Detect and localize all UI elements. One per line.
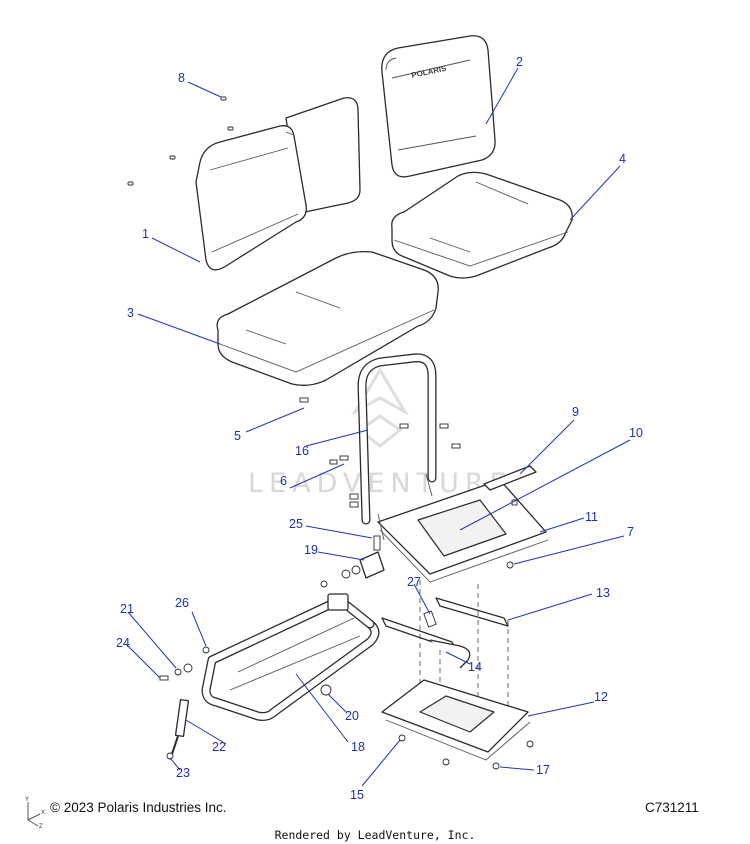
callout-9: 9	[572, 405, 579, 419]
drawing-number: C731211	[645, 800, 699, 815]
callout-8: 8	[178, 71, 185, 85]
part-13-seat-slide-rail	[435, 597, 509, 627]
callout-6: 6	[280, 474, 287, 488]
callout-12: 12	[594, 690, 608, 704]
callout-22: 22	[212, 740, 226, 754]
callout-26: 26	[175, 596, 189, 610]
callout-19: 19	[304, 543, 318, 557]
svg-text:X: X	[41, 810, 45, 816]
axis-triad-icon: Y X Z	[25, 797, 45, 828]
callout-2: 2	[516, 55, 523, 69]
leadventure-watermark: LEADVENTURE	[248, 367, 507, 499]
callout-1: 1	[142, 227, 149, 241]
part-18-seat-support-frame	[201, 593, 380, 721]
callout-5: 5	[234, 429, 241, 443]
part-1-bench-seat-back	[195, 97, 361, 271]
copyright-notice: © 2023 Polaris Industries Inc.	[50, 800, 227, 815]
callout-18: 18	[351, 740, 365, 754]
callout-21: 21	[120, 602, 134, 616]
part-9-bracket	[483, 465, 537, 506]
callout-17: 17	[536, 763, 550, 777]
alignment-lines	[419, 580, 509, 720]
callout-24: 24	[116, 636, 130, 650]
callout-3: 3	[127, 306, 134, 320]
hardware-fasteners	[159, 397, 514, 681]
callout-11: 11	[585, 510, 598, 524]
callout-14: 14	[468, 660, 482, 674]
leader-lines	[125, 67, 631, 787]
rendered-by-credit: Rendered by LeadVenture, Inc.	[274, 828, 476, 842]
callout-7: 7	[627, 525, 634, 539]
callout-16: 16	[295, 444, 309, 458]
callout-25: 25	[289, 517, 303, 531]
svg-text:Y: Y	[25, 797, 29, 803]
callout-27: 27	[407, 575, 421, 589]
callout-15: 15	[350, 788, 364, 802]
callout-13: 13	[596, 586, 610, 600]
part-22-gas-strut	[166, 698, 190, 760]
part-12-seat-mounting-plate	[381, 679, 534, 770]
part-14-seat-slide-rail-with-lever	[381, 610, 471, 669]
callout-10: 10	[629, 426, 643, 440]
part-16-seat-frame-tube	[357, 353, 437, 525]
callout-labels: 1 2 3 4 5 6 7 8 9 10 11 12 13 14 15 16 1…	[116, 55, 643, 802]
part-11-seat-base-frame	[377, 473, 549, 583]
callout-20: 20	[345, 709, 359, 723]
part-3-bench-seat-bottom	[216, 250, 439, 386]
part-8-screws	[127, 96, 234, 186]
part-4-driver-seat-bottom	[391, 171, 573, 279]
svg-text:Z: Z	[39, 824, 43, 828]
callout-4: 4	[619, 152, 626, 166]
part-2-driver-seat-back: POLARIS	[381, 35, 496, 178]
callout-23: 23	[176, 766, 190, 780]
